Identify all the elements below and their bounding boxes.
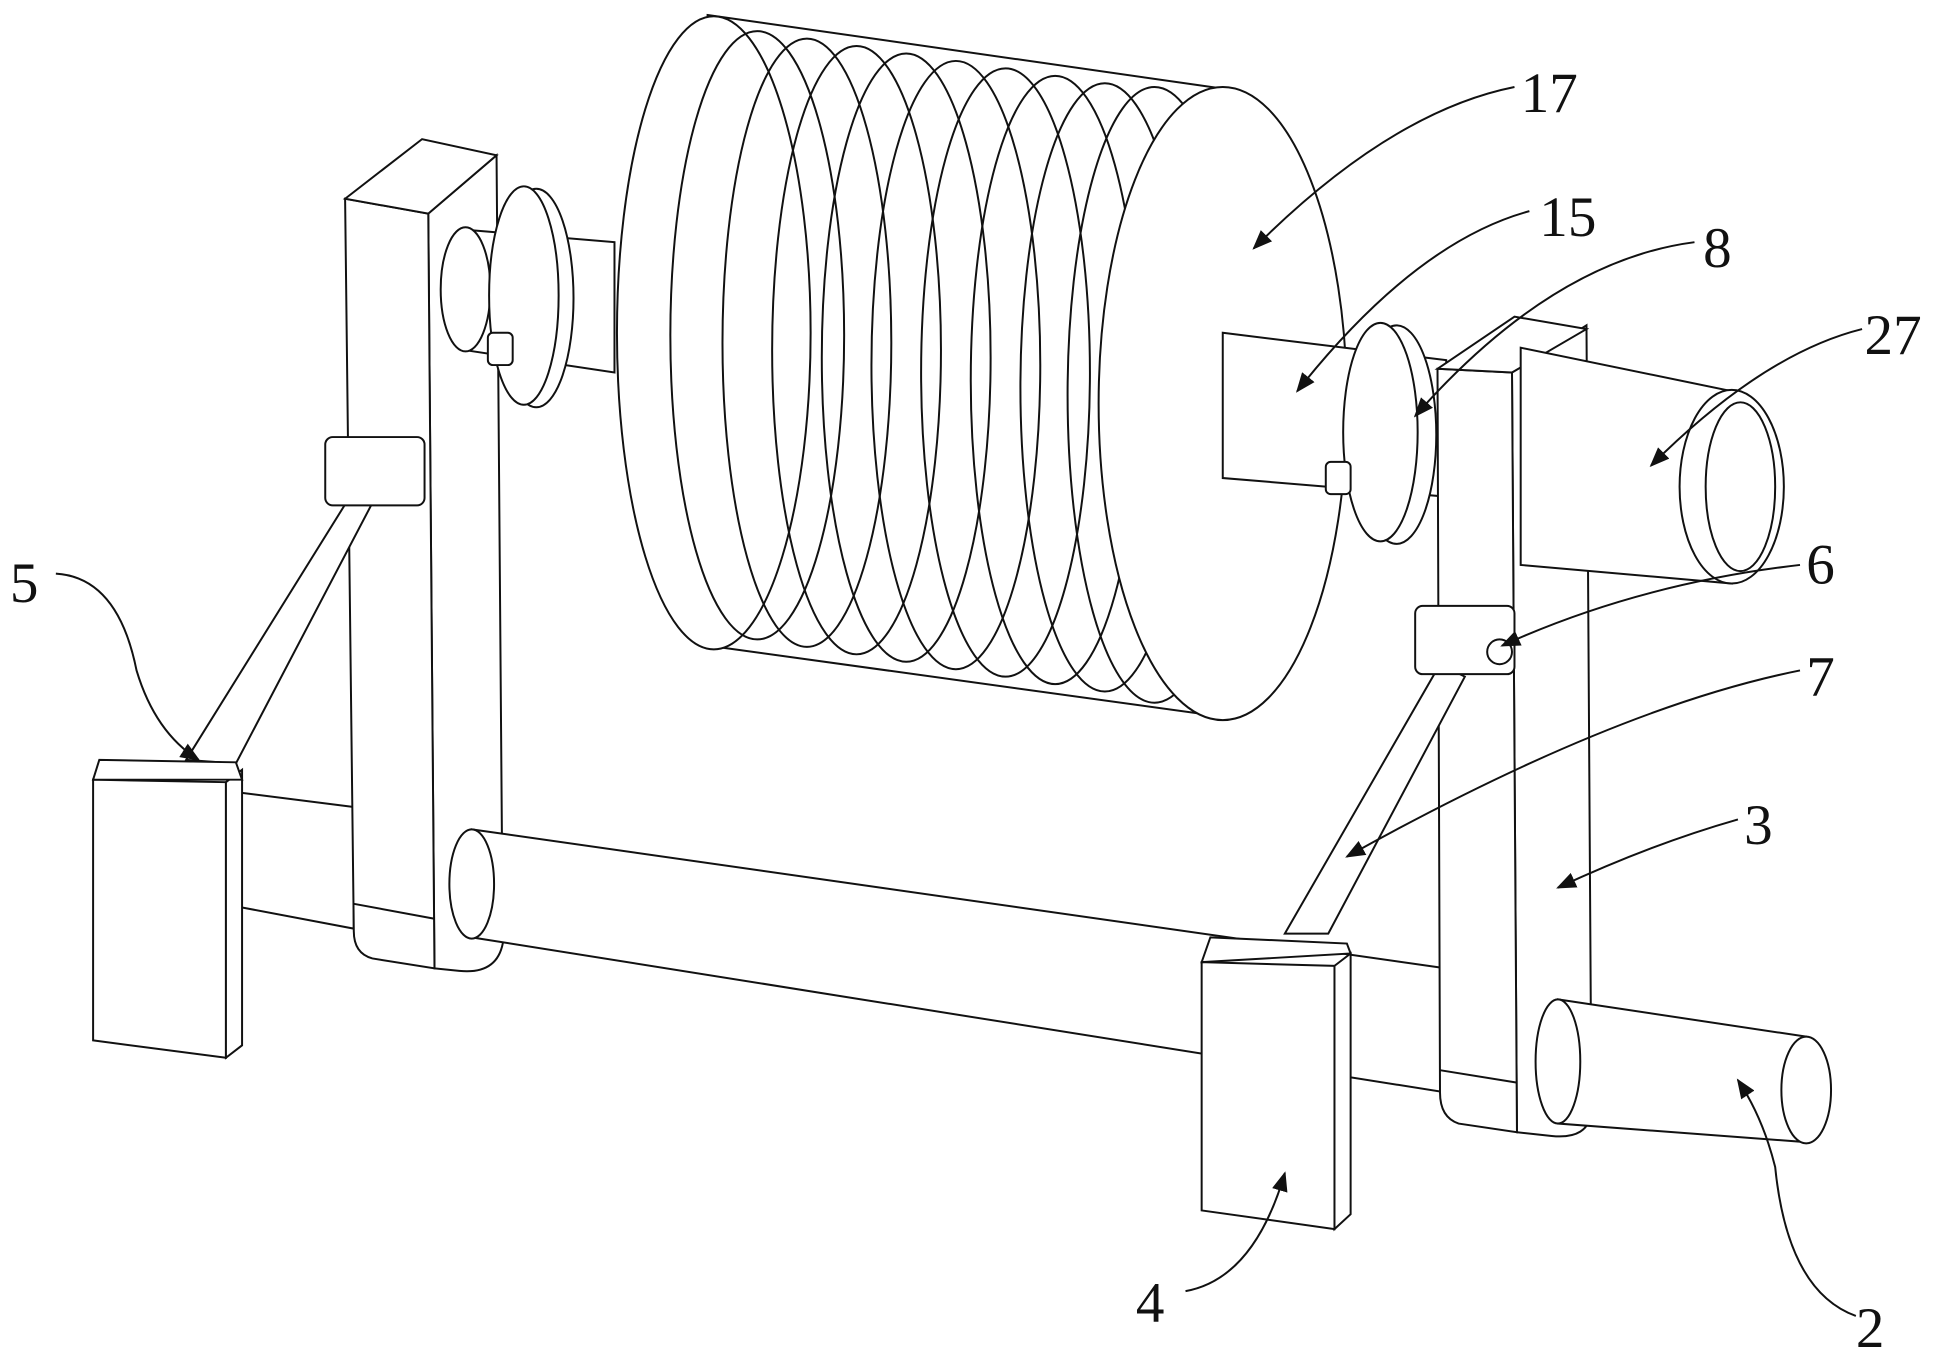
label-15: 15 [1539, 186, 1596, 249]
left-foot-block [93, 760, 242, 1058]
left-hinge [325, 437, 424, 505]
left-back-rod [236, 792, 354, 929]
screw-icon [488, 333, 513, 365]
base-rod [1536, 999, 1831, 1143]
label-5: 5 [10, 552, 39, 615]
label-8: 8 [1703, 217, 1732, 280]
front-foot-block [1202, 937, 1351, 1229]
label-2: 2 [1856, 1297, 1885, 1360]
label-17: 17 [1521, 62, 1578, 125]
screw-icon [1326, 462, 1351, 494]
label-27: 27 [1865, 304, 1922, 367]
label-3: 3 [1744, 794, 1773, 857]
label-6: 6 [1806, 534, 1835, 597]
label-7: 7 [1806, 645, 1835, 708]
label-4: 4 [1136, 1272, 1165, 1335]
